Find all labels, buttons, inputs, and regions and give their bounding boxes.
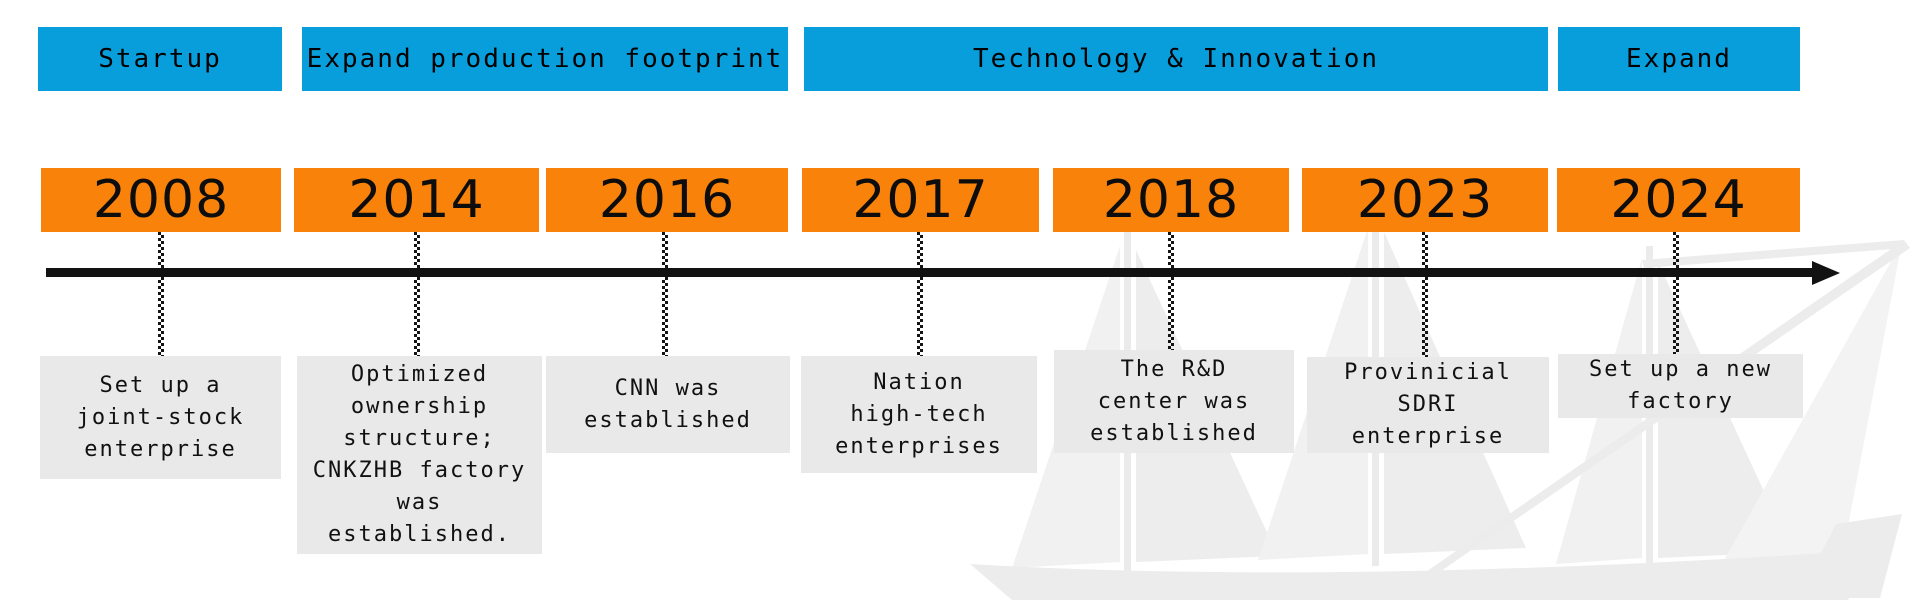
- desc-line: Nation: [873, 369, 965, 395]
- phase-box-expand-production: Expand production footprint: [302, 27, 788, 91]
- desc-line: enterprises: [835, 433, 1003, 459]
- desc-box-2014: Optimized ownership structure; CNKZHB fa…: [297, 356, 542, 554]
- connector-2008: [158, 232, 164, 356]
- year-box-2008: 2008: [41, 168, 281, 232]
- desc-line: joint-stock: [76, 404, 245, 430]
- connector-2017: [917, 232, 923, 356]
- desc-line: Optimized: [350, 362, 489, 387]
- timeline-arrowhead-icon: [1812, 261, 1840, 285]
- desc-line: Set up a new: [1589, 357, 1772, 382]
- year-box-2018: 2018: [1053, 168, 1289, 232]
- desc-box-2016: CNN was established: [546, 356, 790, 453]
- year-box-2023: 2023: [1302, 168, 1548, 232]
- connector-2014: [414, 232, 420, 356]
- desc-box-2008: Set up a joint-stock enterprise: [40, 356, 281, 479]
- desc-box-2023: Provinicial SDRI enterprise: [1307, 357, 1549, 453]
- desc-box-2017: Nation high-tech enterprises: [801, 356, 1037, 473]
- desc-line: established.: [328, 522, 511, 547]
- desc-line: ownership: [350, 394, 489, 419]
- desc-line: structure;: [343, 426, 496, 451]
- connector-2016: [662, 232, 668, 356]
- desc-box-2018: The R&D center was established: [1054, 350, 1294, 453]
- desc-line: established: [584, 407, 752, 433]
- desc-line: high-tech: [850, 401, 988, 427]
- desc-line: SDRI: [1397, 392, 1459, 417]
- desc-line: The R&D: [1120, 356, 1228, 382]
- desc-line: Provinicial: [1344, 360, 1512, 385]
- desc-line: enterprise: [84, 436, 237, 462]
- phase-box-expand: Expand: [1558, 27, 1800, 91]
- year-box-2024: 2024: [1557, 168, 1800, 232]
- desc-line: enterprise: [1351, 424, 1505, 449]
- year-box-2017: 2017: [802, 168, 1039, 232]
- connector-2024: [1673, 232, 1679, 354]
- year-box-2014: 2014: [294, 168, 539, 232]
- connector-2018: [1168, 232, 1174, 350]
- phase-box-technology-innovation: Technology & Innovation: [804, 27, 1548, 91]
- desc-line: CNN was: [614, 375, 722, 401]
- desc-line: Set up a: [99, 372, 222, 398]
- desc-line: CNKZHB factory: [312, 458, 527, 483]
- connector-2023: [1422, 232, 1428, 357]
- desc-line: center was: [1097, 388, 1251, 414]
- desc-line: was: [396, 490, 443, 515]
- year-box-2016: 2016: [546, 168, 788, 232]
- desc-line: established: [1090, 420, 1258, 446]
- desc-line: factory: [1627, 389, 1734, 414]
- timeline-axis: [46, 268, 1814, 277]
- desc-box-2024: Set up a new factory: [1558, 354, 1803, 418]
- phase-box-startup: Startup: [38, 27, 282, 91]
